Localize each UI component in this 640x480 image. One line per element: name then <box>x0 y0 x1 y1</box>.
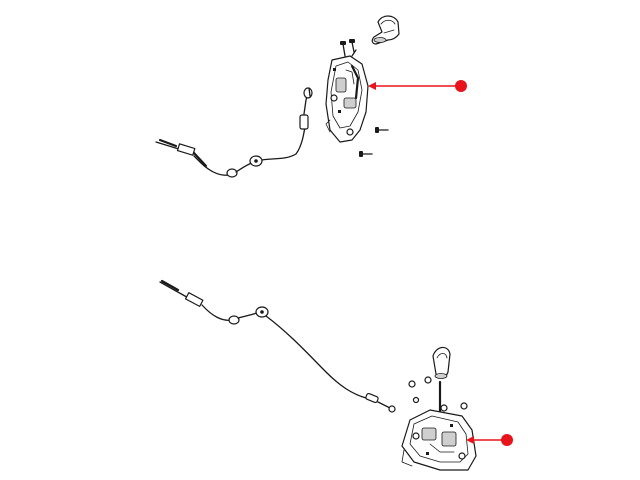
upper-screw-pair <box>340 39 355 57</box>
upper-bolts <box>359 127 389 157</box>
upper-shift-cable <box>155 87 313 178</box>
upper-callout-dot <box>455 80 467 92</box>
lower-shift-cable <box>159 279 396 413</box>
upper-shifter-assembly <box>155 15 467 178</box>
lower-shift-knob <box>432 346 451 379</box>
lower-shifter-housing <box>401 380 477 471</box>
lower-fasteners <box>408 376 468 412</box>
upper-callout <box>368 80 467 92</box>
lower-callout-dot <box>501 434 513 446</box>
lower-shifter-assembly <box>159 279 513 471</box>
lower-callout <box>466 434 513 446</box>
upper-shifter-housing <box>325 49 369 143</box>
upper-shift-knob <box>371 15 400 45</box>
